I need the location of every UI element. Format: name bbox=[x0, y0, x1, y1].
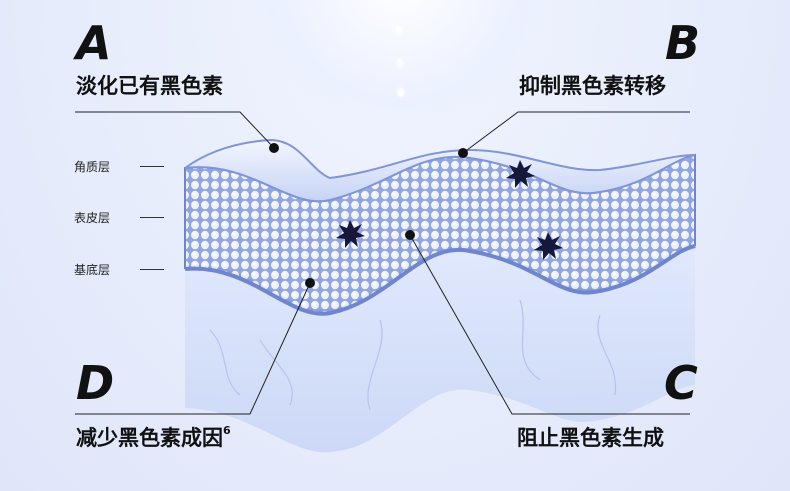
layer-label-epidermis: 表皮层 bbox=[74, 211, 111, 225]
layer-tick bbox=[140, 269, 164, 270]
layer-tick bbox=[140, 217, 164, 218]
droplet bbox=[397, 58, 403, 67]
melanin-icon bbox=[534, 232, 563, 260]
point-b-caption: 抑制黑色素转移 bbox=[519, 74, 666, 98]
point-d-caption-text: 减少黑色素成因 bbox=[76, 426, 223, 450]
point-d-letter: D bbox=[76, 356, 115, 410]
dermis-layer bbox=[185, 245, 695, 453]
point-c-letter: C bbox=[664, 356, 698, 410]
droplet bbox=[396, 26, 402, 35]
point-a-letter: A bbox=[76, 16, 112, 70]
vessels bbox=[209, 299, 617, 411]
callout-dots bbox=[269, 143, 468, 288]
epidermis-cells bbox=[185, 155, 695, 313]
droplet bbox=[398, 88, 404, 97]
point-d-caption: 减少黑色素成因6 bbox=[76, 425, 231, 450]
point-c-caption: 阻止黑色素生成 bbox=[517, 426, 664, 450]
layer-label-basal: 基底层 bbox=[74, 263, 111, 277]
layer-label-corneum: 角质层 bbox=[74, 160, 111, 174]
point-d-footnote: 6 bbox=[223, 424, 231, 437]
corneum-layer bbox=[184, 138, 696, 203]
point-a-caption: 淡化已有黑色素 bbox=[76, 74, 223, 98]
melanin-icon bbox=[506, 160, 535, 188]
point-b-letter: B bbox=[665, 16, 701, 70]
melanin-icon bbox=[336, 220, 365, 248]
callout-lines bbox=[75, 111, 690, 415]
layer-tick bbox=[140, 166, 164, 167]
